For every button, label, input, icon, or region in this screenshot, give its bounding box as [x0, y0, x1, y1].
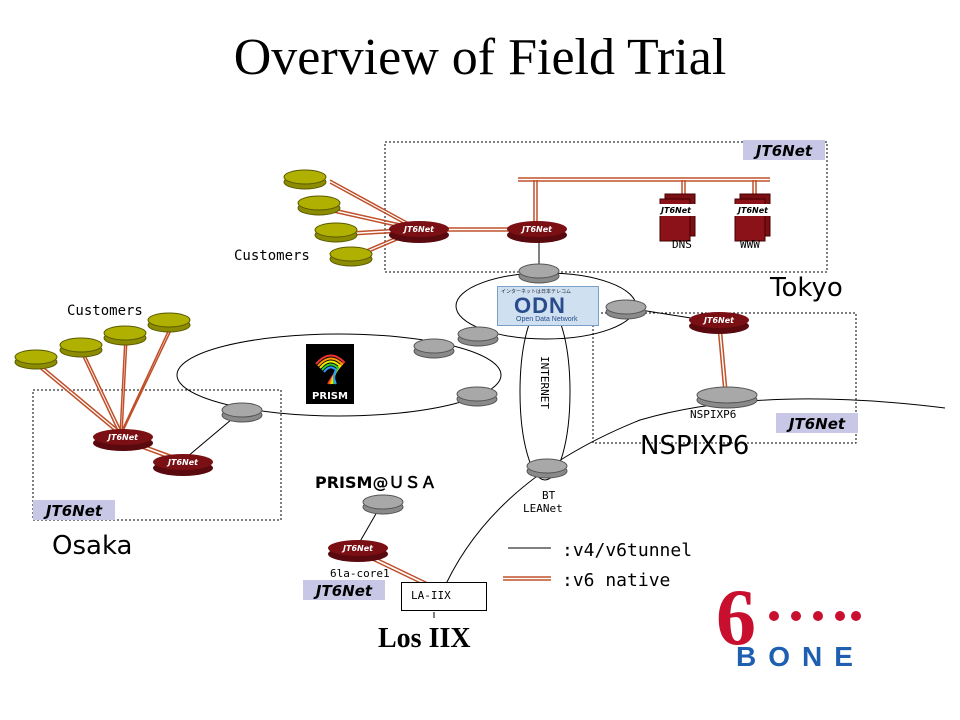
svg-text:JT6Net: JT6Net: [659, 206, 692, 215]
router-nspixp6: JT6Net: [689, 312, 749, 334]
la-iix-label: LA-IIX: [411, 589, 451, 602]
core-label: 6la-core1: [330, 567, 390, 580]
prism-usa-label: PRISM@ＵＳＡ: [315, 473, 437, 492]
svg-text:6: 6: [716, 578, 756, 662]
gray-router-odn-right: [605, 299, 647, 320]
odn-subtitle: Open Data Network: [516, 316, 578, 323]
jt6net-logo: JT6Net: [303, 580, 385, 600]
bt-label: BT: [542, 489, 556, 502]
gray-router-usa: [362, 494, 404, 515]
svg-text:JT6Net: JT6Net: [313, 582, 373, 600]
router-osaka-edge: JT6Net: [93, 429, 153, 451]
jt6net-logo: JT6Net: [776, 413, 858, 433]
dns-label: DNS: [672, 238, 692, 251]
jt6net-logo: JT6Net: [743, 140, 825, 160]
customer-node: [147, 312, 191, 333]
jt6net-routers: JT6Net JT6Net JT6Net JT6Net JT6Net JT6Ne…: [93, 221, 749, 562]
odn-wordmark: ODN: [514, 293, 566, 318]
svg-text:JT6Net: JT6Net: [736, 206, 769, 215]
customers: [14, 169, 373, 370]
gray-router-bt: [526, 458, 568, 479]
jt6net-logos: JT6Net JT6Net JT6Net JT6Net: [33, 140, 858, 600]
gray-routers: [221, 263, 758, 515]
prism-swirl-icon: [315, 354, 346, 385]
osaka-region-box: [32, 389, 282, 521]
svg-text:JT6Net: JT6Net: [402, 225, 435, 234]
svg-text:JT6Net: JT6Net: [753, 142, 813, 160]
dns-server: JT6Net: [656, 193, 696, 242]
svg-text:JT6Net: JT6Net: [43, 502, 103, 520]
gray-router-odn-top: [518, 263, 560, 284]
gray-router-odn-left: [457, 326, 499, 347]
www-server: JT6Net: [733, 193, 773, 242]
gray-router-nspixp6: [696, 386, 758, 409]
tokyo-region-box: [384, 141, 828, 273]
leanet-label: LEANet: [523, 502, 563, 515]
router-tokyo-core: JT6Net: [507, 221, 567, 243]
internet-label: INTERNET: [538, 356, 551, 409]
prism-wordmark: PRISM: [312, 391, 348, 402]
svg-text:JT6Net: JT6Net: [106, 433, 139, 442]
prism-logo: PRISM: [306, 344, 354, 404]
router-tokyo-edge: JT6Net: [389, 221, 449, 243]
svg-text:JT6Net: JT6Net: [520, 225, 553, 234]
customer-node: [283, 169, 327, 190]
svg-text:JT6Net: JT6Net: [341, 544, 374, 553]
la-iix-box: [401, 582, 487, 611]
6bone-graphic: 6 BONE: [716, 574, 865, 672]
legend-native-label: :v6 native: [562, 570, 671, 591]
customer-node: [103, 325, 147, 346]
jt6net-logo: JT6Net: [33, 500, 115, 520]
nspixp6-small-label: NSPIXP6: [690, 408, 737, 421]
www-label: WWW: [740, 238, 760, 251]
odn-logo: インターネットは日本テレコム ODN Open Data Network: [497, 286, 599, 326]
nspixp6-label: NSPIXP6: [640, 431, 750, 461]
odn-tagline: インターネットは日本テレコム: [501, 289, 572, 295]
servers: JT6Net JT6Net: [656, 193, 773, 242]
svg-text:JT6Net: JT6Net: [166, 458, 199, 467]
svg-text:JT6Net: JT6Net: [786, 415, 846, 433]
los-iix-label: Los IIX: [378, 623, 471, 654]
6bone-logo: 6 BONE: [716, 574, 866, 672]
customers-tokyo-label: Customers: [234, 248, 310, 264]
customer-node: [314, 222, 358, 243]
customer-node: [297, 195, 341, 216]
gray-router-prism-left: [221, 402, 263, 423]
svg-text:BONE: BONE: [736, 641, 865, 670]
prism-ring: [176, 333, 502, 417]
router-osaka-core: JT6Net: [153, 454, 213, 476]
customers-osaka-label: Customers: [67, 303, 143, 319]
gray-router-prism-right: [456, 386, 498, 407]
tokyo-label: Tokyo: [770, 273, 843, 303]
svg-text:JT6Net: JT6Net: [702, 316, 735, 325]
gray-router-prism-top: [413, 338, 455, 359]
nspixp6-region-box: [592, 312, 857, 444]
customer-node: [329, 246, 373, 267]
router-la: JT6Net: [328, 540, 388, 562]
page-title: Overview of Field Trial: [233, 29, 727, 86]
legend-tunnel-label: :v4/v6tunnel: [562, 540, 693, 561]
customer-node: [14, 349, 58, 370]
customer-node: [59, 337, 103, 358]
osaka-label: Osaka: [52, 531, 133, 561]
